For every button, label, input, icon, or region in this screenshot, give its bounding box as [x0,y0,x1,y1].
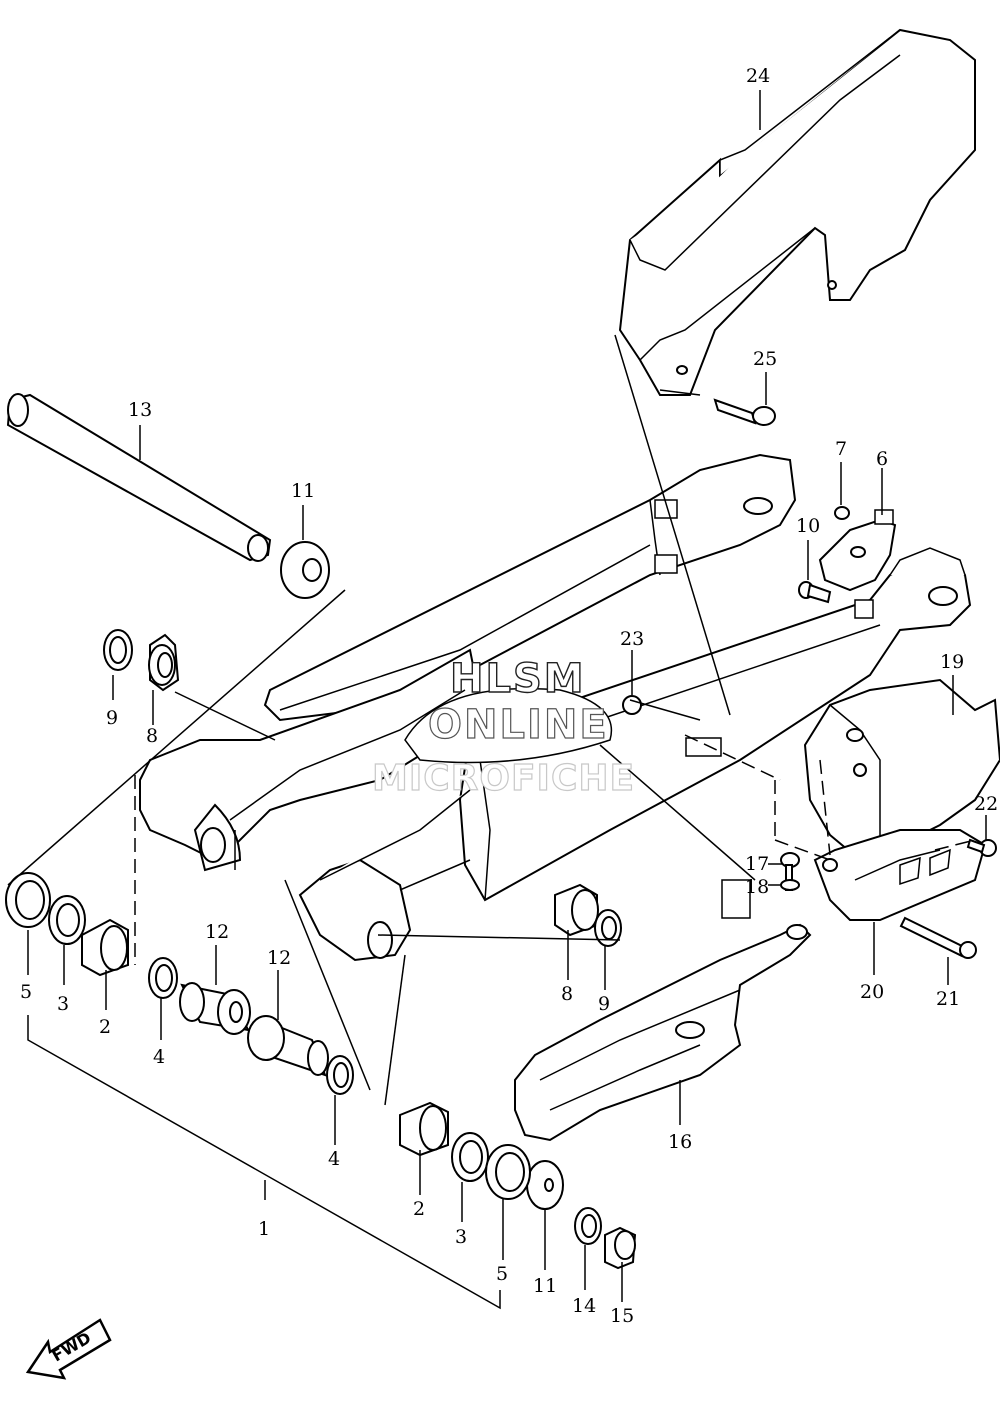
callout-4-left: 4 [153,1046,165,1068]
part-5-seal-right [485,1144,531,1200]
leader-lines [7,90,987,1310]
callout-labels: 24 25 13 11 7 6 10 23 19 22 9 8 17 18 12… [20,65,998,1327]
callout-1: 1 [258,1218,270,1240]
part-12-collar-left [179,982,251,1035]
callout-8-lower: 8 [561,983,573,1005]
part-2-bearing-left [81,918,129,977]
callout-23: 23 [620,628,644,650]
callout-16: 16 [668,1131,692,1153]
part-11-pivot-washer [280,541,330,599]
callout-18: 18 [745,876,769,898]
callout-13: 13 [128,399,152,421]
part-9-seal-upper [103,629,133,671]
part-20-chain-guide-plate [813,829,987,921]
watermark: HLSM ONLINE MICROFICHE [371,655,635,799]
callout-4-right: 4 [328,1148,340,1170]
part-10-bolt [798,581,832,604]
fwd-direction-arrow: FWD [25,1318,112,1380]
callout-12-right: 12 [267,947,291,969]
callout-10: 10 [796,515,820,537]
callout-24: 24 [746,65,770,87]
part-9-seal-lower [594,909,622,947]
part-19-chain-guide [803,678,1000,862]
part-16-chain-slider [514,879,812,1142]
part-21-bolt [899,916,977,959]
part-18-washer [780,879,800,891]
part-12-collar-right [247,1015,329,1077]
part-6-chain-adjuster [818,509,897,592]
callout-9-lower: 9 [598,993,610,1015]
part-2-bearing-right [399,1101,449,1157]
part-11-axle-washer [526,1160,564,1210]
callout-15: 15 [610,1305,634,1327]
part-14-washer [574,1207,602,1245]
callout-7: 7 [835,438,847,460]
callout-2-left: 2 [99,1016,111,1038]
callout-2-right: 2 [413,1198,425,1220]
callout-14: 14 [572,1295,596,1317]
callout-25: 25 [753,348,777,370]
callout-8-upper: 8 [146,725,158,747]
callout-22: 22 [974,793,998,815]
part-3-washer-right [451,1132,489,1182]
part-23-nut [622,695,642,715]
callout-6: 6 [876,448,888,470]
part-8-bearing-upper [148,633,180,692]
callout-3-right: 3 [455,1226,467,1248]
part-22-bolt [966,838,997,857]
callout-9-upper: 9 [106,707,118,729]
callout-3-left: 3 [57,993,69,1015]
callout-17: 17 [745,853,769,875]
callout-19: 19 [940,651,964,673]
watermark-line-2: ONLINE [428,702,609,748]
part-24-chain-case [618,28,976,396]
watermark-line-1: HLSM [450,656,586,702]
part-13-pivot-shaft [6,393,272,562]
dashed-reference-lines [134,734,976,965]
part-15-nut [604,1226,637,1270]
callout-5-right: 5 [496,1263,508,1285]
part-3-washer-left [48,895,86,945]
part-5-seal-left [5,872,51,928]
callout-5-left: 5 [20,981,32,1003]
part-4-seal-right [326,1055,354,1095]
callout-12-left: 12 [205,921,229,943]
part-25-bolt [713,398,776,426]
callout-20: 20 [860,981,884,1003]
watermark-line-3: MICROFICHE [372,758,635,799]
part-7-nut [834,506,850,520]
part-4-seal-left [148,957,178,999]
callout-21: 21 [936,988,960,1010]
part-8-bearing-lower [554,883,599,937]
callout-11-lower: 11 [533,1275,557,1297]
callout-11-upper: 11 [291,480,315,502]
